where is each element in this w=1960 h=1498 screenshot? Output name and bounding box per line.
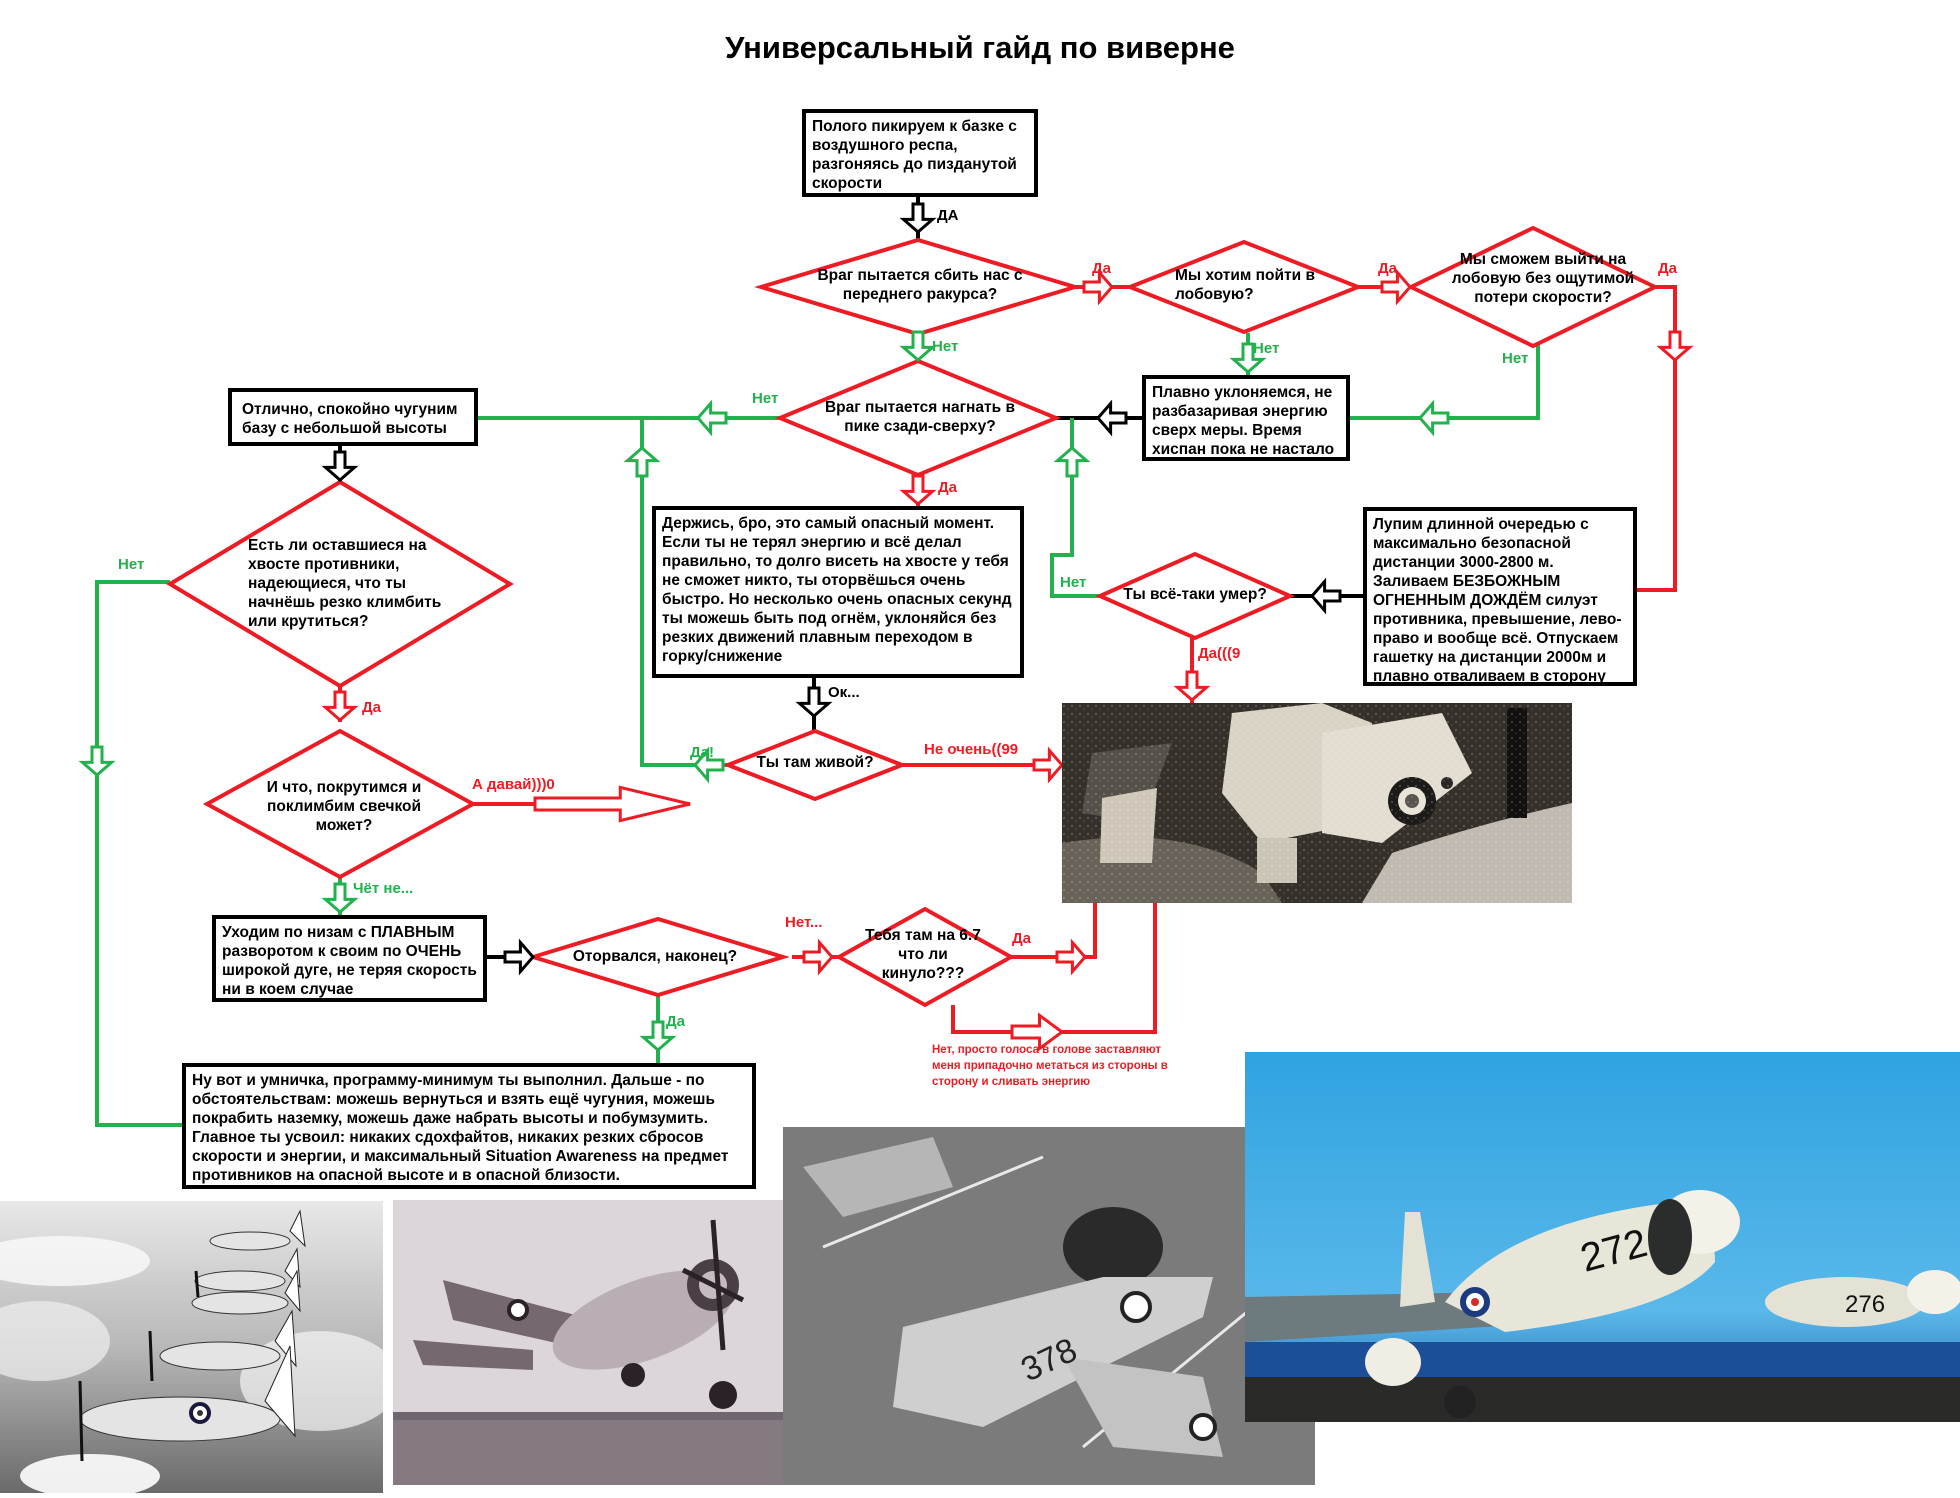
arrow-tail-yes-icon xyxy=(321,690,359,722)
arrow-front-yes-icon xyxy=(1082,268,1114,306)
diamond-dive-rear xyxy=(774,358,1062,478)
diamond-escaped xyxy=(526,916,790,998)
label-turn-yes: А давай)))0 xyxy=(472,776,555,793)
hold-on-box: Держись, бро, это самый опасный момент. … xyxy=(652,506,1024,678)
arrow-escaped-no-icon xyxy=(802,938,834,976)
question-turn-climb: И что, покрутимся и поклимбим свечкой мо… xyxy=(266,779,422,834)
diamond-alive xyxy=(722,728,908,802)
carrier-landing-photo xyxy=(393,1200,839,1485)
question-tail-enemies: Есть ли оставшиеся на хвосте противники,… xyxy=(248,537,442,630)
arrow-golow-right-icon xyxy=(503,938,535,976)
label-br67-yes: Да xyxy=(1012,930,1032,947)
svg-text:276: 276 xyxy=(1845,1291,1885,1318)
label-front-yes: Да xyxy=(1092,260,1112,277)
arrow-turn-yes-icon xyxy=(533,785,691,823)
arrow-escaped-yes-icon xyxy=(639,1020,677,1052)
start-box: Полого пикируем к базке с воздушного рес… xyxy=(802,109,1038,197)
formation-flight-illustration xyxy=(0,1201,383,1493)
arrow-died-yes-icon xyxy=(1173,670,1211,702)
arrow-burst-left-icon xyxy=(1310,577,1342,615)
label-headon-no: Нет xyxy=(1253,340,1280,357)
question-dive-rear: Враг пытается нагнать в пике сзади-сверх… xyxy=(824,399,1015,435)
crash-wreckage-illustration xyxy=(1062,703,1572,903)
formation-flight-photo xyxy=(0,1201,383,1493)
arrow-died-no-icon xyxy=(1053,446,1091,478)
finish-box: Ну вот и умничка, программу-минимум ты в… xyxy=(182,1063,756,1189)
diamond-head-on-no-loss xyxy=(1406,225,1660,349)
arrow-tail-no-icon xyxy=(78,745,116,777)
arrow-headon-no-icon xyxy=(1229,342,1267,374)
label-died-yes: Да(((9 xyxy=(1198,645,1241,662)
label-start-yes: ДА xyxy=(937,207,959,224)
diamond-turn-climb xyxy=(202,728,478,880)
arrow-noloss-yes-icon xyxy=(1656,330,1694,362)
label-alive-no: Не очень((99 xyxy=(924,741,1019,758)
label-turn-no: Чёт не... xyxy=(353,880,414,897)
diamond-tail-enemies xyxy=(166,479,514,689)
arrow-br67-no-icon xyxy=(1010,1012,1065,1052)
page-title: Универсальный гайд по виверне xyxy=(725,30,1235,65)
arrow-evade-left-icon xyxy=(1096,399,1128,437)
edge-noloss-no xyxy=(1350,345,1540,420)
edge-br67-yes xyxy=(1011,903,1097,959)
label-front-no: Нет xyxy=(932,338,959,355)
arrow-headon-yes-icon xyxy=(1380,268,1412,306)
edge-noloss-yes xyxy=(1637,285,1677,592)
label-escaped-yes: Да xyxy=(666,1013,686,1030)
evade-smoothly-box: Плавно уклоняемся, не разбазаривая энерг… xyxy=(1142,375,1350,461)
question-br67: Тебя там на 6.7 что ли кинуло??? xyxy=(865,927,981,982)
arrow-calm-down-icon xyxy=(321,450,359,482)
carrier-deck-photo: 378 xyxy=(783,1127,1315,1485)
question-died: Ты всё-таки умер? xyxy=(1123,586,1267,603)
calm-attack-box: Отлично, спокойно чугуним базу с небольш… xyxy=(228,388,478,446)
diamond-br67 xyxy=(834,906,1016,1008)
question-escaped: Оторвался, наконец? xyxy=(572,948,738,965)
edge-tail-no xyxy=(95,580,182,1127)
arrow-alive-no-icon xyxy=(1032,746,1064,784)
arrow-br67-yes-icon xyxy=(1055,938,1087,976)
arrow-alive-yes-up-icon xyxy=(623,446,661,478)
carrier-landing-illustration xyxy=(393,1200,839,1485)
question-front-attack: Враг пытается сбить нас с переднего раку… xyxy=(817,267,1023,303)
label-alive-yes: Да! xyxy=(690,744,715,761)
question-head-on: Мы хотим пойти в лобовую? xyxy=(1175,267,1315,303)
arrow-turn-no-icon xyxy=(321,882,359,914)
label-noloss-yes: Да xyxy=(1658,260,1678,277)
label-hold-ok: Ок... xyxy=(828,684,860,701)
label-dive-yes: Да xyxy=(938,479,958,496)
label-br67-no-note: Нет, просто голоса в голове заставляют м… xyxy=(932,1044,1168,1088)
label-dive-no: Нет xyxy=(752,390,779,407)
crash-wreckage-photo xyxy=(1062,703,1572,903)
go-low-box: Уходим по низам с ПЛАВНЫМ разворотом к с… xyxy=(212,915,487,1002)
arrow-dive-no-icon xyxy=(696,399,728,437)
diamond-head-on xyxy=(1124,239,1364,335)
arrow-dive-yes-icon xyxy=(899,474,937,506)
color-carrier-photo: 272 276 xyxy=(1245,1052,1960,1422)
question-alive: Ты там живой? xyxy=(756,754,874,771)
carrier-deck-illustration: 378 xyxy=(783,1127,1315,1485)
arrow-alive-yes-icon xyxy=(693,746,725,784)
diamond-front-attack xyxy=(754,237,1082,337)
label-escaped-no: Нет... xyxy=(785,914,823,931)
arrow-noloss-no-icon xyxy=(1418,399,1450,437)
label-died-no: Нет xyxy=(1060,574,1087,591)
arrow-front-no-icon xyxy=(899,330,937,362)
diamond-died xyxy=(1095,551,1295,641)
label-noloss-no: Нет xyxy=(1502,350,1529,367)
label-headon-yes: Да xyxy=(1378,260,1398,277)
label-tail-no: Нет xyxy=(118,556,145,573)
label-tail-yes: Да xyxy=(362,699,382,716)
edge-died-no xyxy=(1050,418,1100,598)
color-carrier-illustration: 272 276 xyxy=(1245,1052,1960,1422)
arrow-start-down-icon xyxy=(899,202,937,234)
question-head-on-no-loss: Мы сможем выйти на лобовую без ощутимой … xyxy=(1451,251,1635,306)
arrow-hold-ok-icon xyxy=(795,686,833,718)
long-burst-box: Лупим длинной очередью с максимально без… xyxy=(1363,507,1637,686)
